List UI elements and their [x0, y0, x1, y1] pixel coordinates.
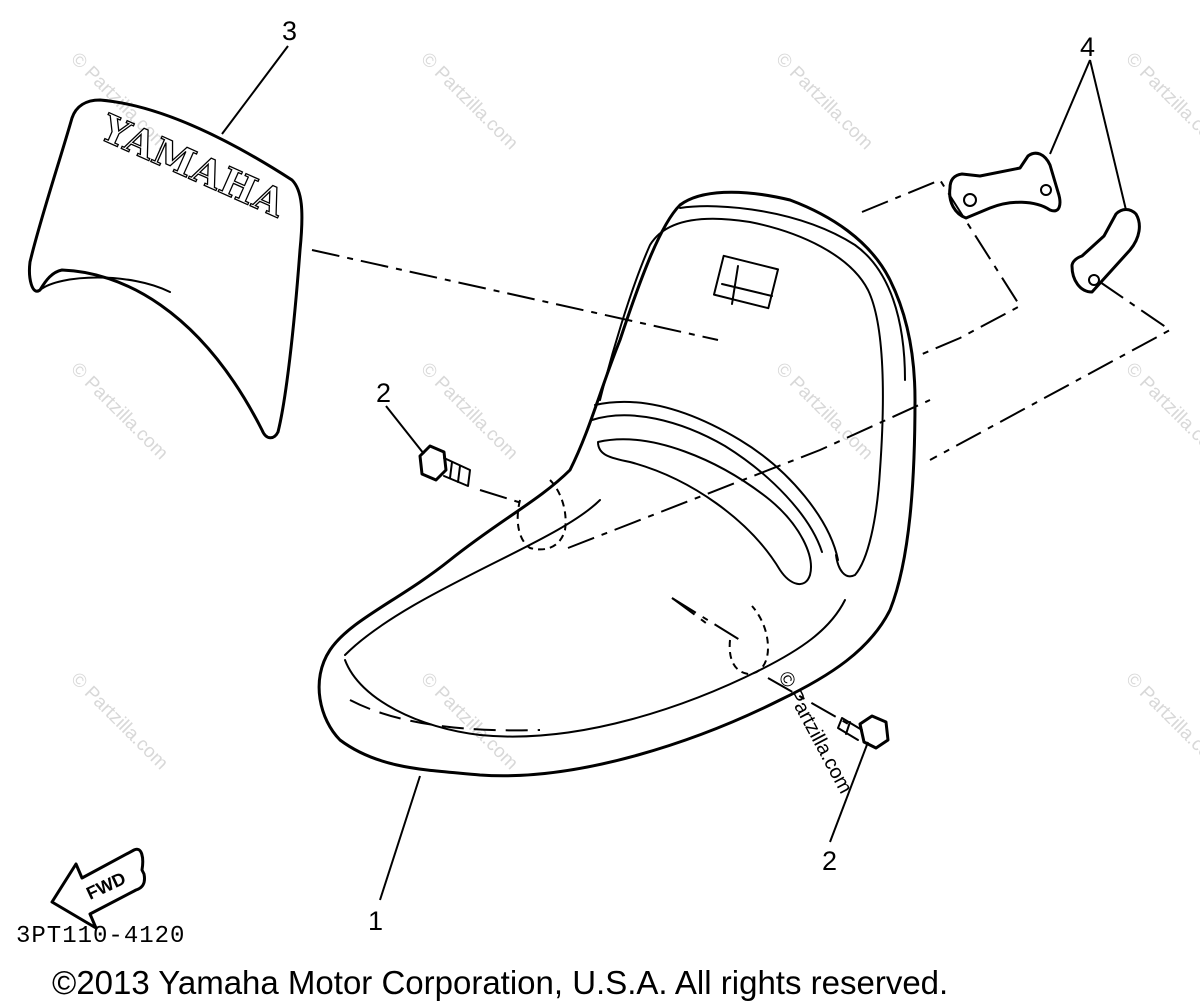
watermark: © Partzilla.com	[1121, 359, 1200, 464]
fwd-arrow: FWD	[50, 847, 146, 930]
leader-lines	[221, 45, 1127, 901]
bolt-part-2-upper	[418, 444, 471, 487]
watermark: © Partzilla.com	[1121, 669, 1200, 774]
watermark: © Partzilla.com	[1121, 49, 1200, 154]
callout-label: 3	[282, 16, 297, 46]
assembly-lines	[311, 178, 1172, 726]
watermark-layer: © Partzilla.com © Partzilla.com © Partzi…	[66, 49, 1200, 774]
watermark: © Partzilla.com	[416, 49, 521, 154]
callout-label: 2	[822, 846, 837, 876]
cover-lettering: YAMAHA	[93, 105, 292, 227]
part-code: 3PT110-4120	[16, 923, 185, 950]
bolt-part-2-lower	[837, 714, 890, 750]
seat-part-1	[317, 190, 917, 778]
callout-label: 1	[368, 906, 383, 936]
callout-label: 4	[1080, 32, 1095, 62]
callout-label: 2	[376, 378, 391, 408]
watermark: © Partzilla.com	[66, 669, 171, 774]
seat-cover-part-3: YAMAHA	[28, 98, 304, 440]
copyright-notice: ©2013 Yamaha Motor Corporation, U.S.A. A…	[52, 964, 948, 1001]
brackets-part-4	[948, 151, 1141, 294]
watermark: © Partzilla.com	[416, 669, 521, 774]
watermark: © Partzilla.com	[66, 359, 171, 464]
watermark: © Partzilla.com	[771, 49, 876, 154]
